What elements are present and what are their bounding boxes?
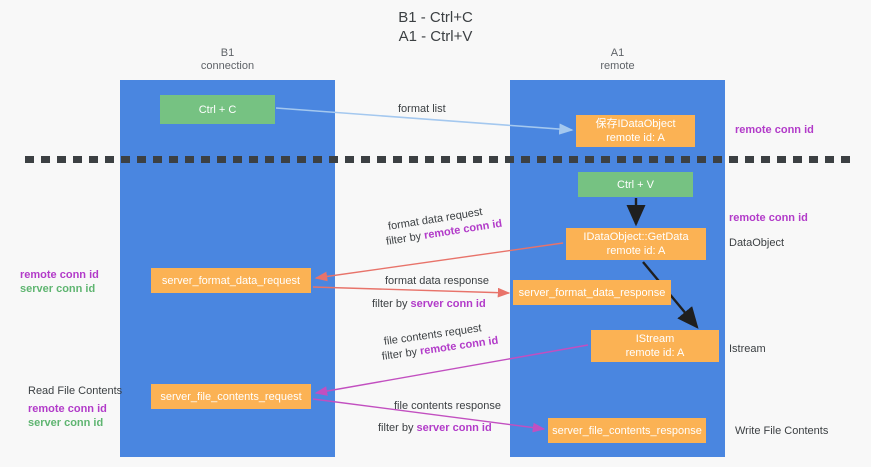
node-istream-label: IStream bbox=[635, 333, 675, 345]
node-idataobject-getdata-label: IDataObject::GetData bbox=[583, 231, 689, 243]
lane-header-b1-role: connection bbox=[200, 60, 255, 72]
phase-divider-dashed-line bbox=[25, 156, 853, 163]
filter-key-server-conn-id: server conn id bbox=[410, 298, 486, 310]
diagram-title: B1 - Ctrl+C A1 - Ctrl+V bbox=[0, 8, 871, 46]
annotation-remote-conn-id-top: remote conn id bbox=[735, 124, 814, 136]
edge-label-file-contents-response: file contents response bbox=[394, 400, 502, 412]
lane-header-a1-name: A1 bbox=[610, 47, 625, 59]
node-ctrl-v[interactable]: Ctrl + V bbox=[578, 172, 693, 197]
node-server-file-contents-request[interactable]: server_file_contents_request bbox=[151, 384, 311, 409]
edge-label-format-data-response: format data response bbox=[385, 275, 489, 287]
arrow-file-contents-request bbox=[314, 344, 589, 396]
annotation-remote-conn-id-left-mid: remote conn id bbox=[20, 269, 99, 281]
node-server-file-contents-request-label: server_file_contents_request bbox=[160, 390, 302, 403]
edge-label-format-list: format list bbox=[398, 103, 446, 115]
annotation-dataobject: DataObject bbox=[729, 237, 785, 249]
annotation-server-conn-id-left-bottom: server conn id bbox=[28, 417, 104, 429]
annotation-istream: Istream bbox=[729, 343, 766, 355]
annotation-read-file-contents: Read File Contents bbox=[28, 385, 123, 397]
node-server-format-data-response-label: server_format_data_response bbox=[518, 286, 666, 299]
node-server-format-data-request[interactable]: server_format_data_request bbox=[151, 268, 311, 293]
lane-header-a1: A1 remote bbox=[510, 47, 725, 73]
diagram-title-line2: A1 - Ctrl+V bbox=[398, 28, 473, 45]
node-ctrl-c[interactable]: Ctrl + C bbox=[160, 95, 275, 124]
node-ctrl-v-label: Ctrl + V bbox=[617, 178, 654, 191]
annotation-write-file-contents: Write File Contents bbox=[735, 425, 829, 437]
lane-header-a1-role: remote bbox=[600, 60, 635, 72]
annotation-group-left-mid: remote conn id server conn id bbox=[20, 268, 99, 296]
diagram-title-line1: B1 - Ctrl+C bbox=[398, 9, 473, 26]
edge-label-file-contents-response-filter: filter by server conn id bbox=[378, 421, 492, 435]
node-save-idataobject-label: 保存IDataObject bbox=[595, 118, 676, 130]
node-idataobject-getdata-sublabel: remote id: A bbox=[606, 245, 666, 257]
arrow-file-contents-response bbox=[312, 398, 546, 433]
node-server-format-data-request-label: server_format_data_request bbox=[161, 274, 301, 287]
filter-prefix: filter by bbox=[372, 298, 411, 310]
arrow-format-data-response bbox=[312, 286, 511, 298]
node-server-file-contents-response-label: server_file_contents_response bbox=[552, 424, 702, 437]
annotation-remote-conn-id-mid: remote conn id bbox=[729, 212, 808, 224]
node-server-file-contents-response[interactable]: server_file_contents_response bbox=[548, 418, 706, 443]
node-istream-sublabel: remote id: A bbox=[625, 347, 685, 359]
annotation-remote-conn-id-left-bottom: remote conn id bbox=[28, 403, 107, 415]
lane-header-b1: B1 connection bbox=[120, 47, 335, 73]
annotation-group-left-bottom: Read File Contents remote conn id server… bbox=[28, 384, 122, 430]
lane-header-b1-name: B1 bbox=[220, 47, 235, 59]
edge-label-format-data-response-filter: filter by server conn id bbox=[372, 297, 486, 311]
filter-key-server-conn-id: server conn id bbox=[416, 422, 492, 434]
arrow-format-list bbox=[275, 107, 574, 135]
arrow-format-data-request bbox=[314, 242, 564, 282]
node-save-idataobject-sublabel: remote id: A bbox=[606, 132, 665, 144]
node-server-format-data-response[interactable]: server_format_data_response bbox=[513, 280, 671, 305]
node-ctrl-c-label: Ctrl + C bbox=[198, 103, 237, 116]
node-idataobject-getdata[interactable]: IDataObject::GetData remote id: A bbox=[566, 228, 706, 260]
node-istream[interactable]: IStream remote id: A bbox=[591, 330, 719, 362]
filter-prefix: filter by bbox=[378, 422, 417, 434]
annotation-server-conn-id-left-mid: server conn id bbox=[20, 283, 96, 295]
node-save-idataobject[interactable]: 保存IDataObject remote id: A bbox=[576, 115, 695, 147]
